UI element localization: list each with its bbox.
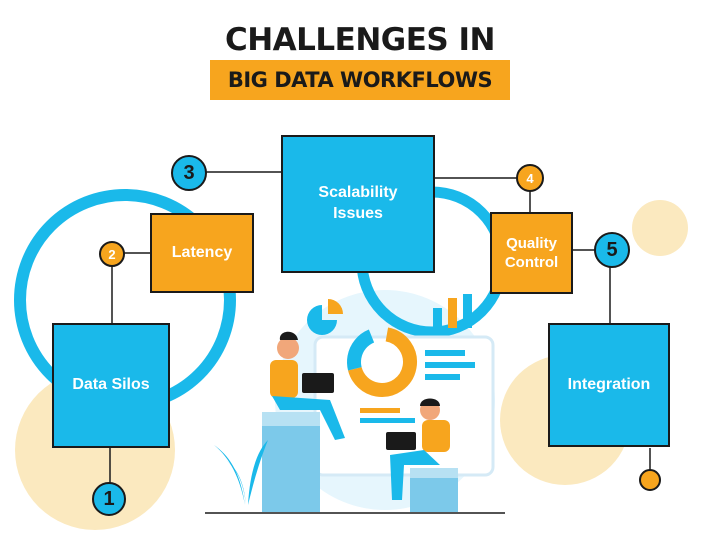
badge-2: 2 <box>99 241 125 267</box>
dashboard-text-lines <box>360 350 475 423</box>
badge-3: 3 <box>171 155 207 191</box>
node-scalability-issues-label: Scalability Issues <box>318 184 398 222</box>
subtitle-band <box>210 60 510 100</box>
donut-chart-graphic <box>347 326 417 397</box>
node-data-silos: Data Silos <box>52 323 170 448</box>
end-marker-dot <box>639 469 661 491</box>
node-scalability-issues: Scalability Issues <box>281 135 435 273</box>
badge-4: 4 <box>516 164 544 192</box>
node-latency-label: Latency <box>171 243 233 261</box>
mini-pie-graphic <box>307 299 343 335</box>
plant-graphic <box>214 440 268 505</box>
page-title: CHALLENGES IN <box>224 22 496 58</box>
node-quality-control: Quality Control <box>490 212 573 294</box>
seat-block-left-top <box>262 412 320 426</box>
node-latency: Latency <box>150 213 254 293</box>
badge-1: 1 <box>92 482 126 516</box>
connector-lines <box>109 171 651 484</box>
node-integration: Integration <box>548 323 670 447</box>
mini-bar-chart-graphic <box>433 294 472 328</box>
person-left-graphic <box>270 331 345 440</box>
pale-yellow-blob-right <box>632 200 688 256</box>
node-data-silos-label: Data Silos <box>72 376 150 394</box>
node-quality-control-label: Quality Control <box>504 234 559 272</box>
seat-block-left <box>262 412 320 512</box>
page-subtitle: BIG DATA WORKFLOWS <box>227 68 493 92</box>
person-right-graphic <box>386 398 450 500</box>
seat-block-right-top <box>410 468 458 478</box>
node-integration-label: Integration <box>567 375 651 393</box>
badge-5: 5 <box>594 232 630 268</box>
